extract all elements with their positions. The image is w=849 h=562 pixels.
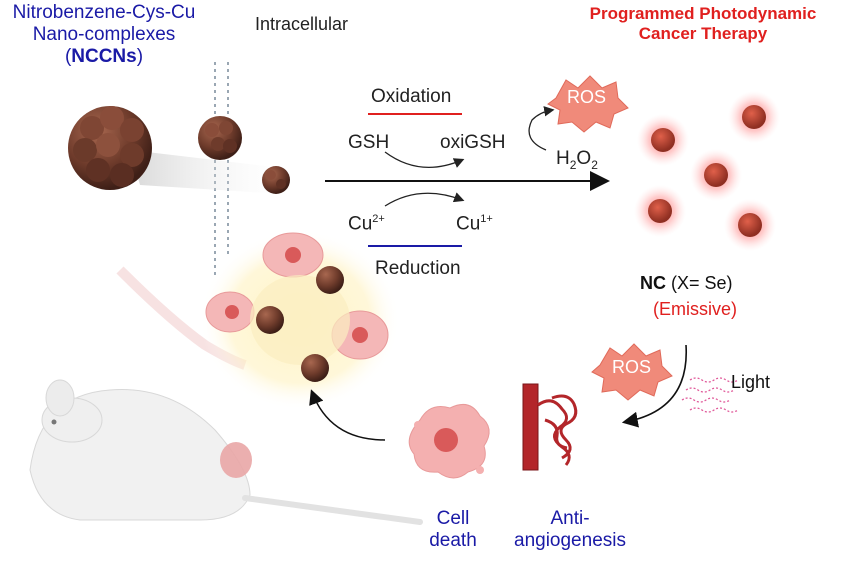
nc-label: NC (X= Se) — [640, 273, 733, 294]
emissive-nanoclusters — [634, 91, 780, 251]
nccn-title-line2: Nano-complexes — [32, 23, 176, 45]
emissive-label: (Emissive) — [653, 299, 737, 319]
cell-death-label: Cell death — [418, 508, 488, 552]
oxidation-label: Oxidation — [371, 86, 452, 107]
h2o2-sub2: 2 — [591, 157, 598, 172]
ros-burst-top — [547, 75, 629, 133]
therapy-arrow — [621, 344, 687, 428]
ros-burst-bottom — [591, 343, 673, 401]
nccn-title-line3: (NCCNs) — [4, 46, 204, 68]
particle-trail — [130, 150, 300, 195]
h2o2-label: H2O2 — [556, 148, 598, 173]
cu1-base: Cu — [456, 213, 481, 235]
nccn-abbrev: NCCNs — [71, 45, 137, 67]
ros-top-label: ROS — [567, 87, 607, 107]
cu1-charge: 1+ — [480, 213, 493, 225]
gsh-label: GSH — [348, 132, 390, 153]
therapy-title: Programmed Photodynamic Cancer Therapy — [568, 4, 838, 43]
cu2-base: Cu — [348, 213, 373, 235]
h2o2-h: H — [556, 148, 570, 169]
small-nanoparticle — [262, 166, 290, 194]
nccn-title: Nitrobenzene-Cys-Cu Nano-complexes (NCCN… — [4, 2, 204, 68]
h2o2-o: O — [576, 148, 592, 169]
cu2-charge: 2+ — [372, 213, 385, 225]
large-nanoparticle — [68, 106, 152, 190]
intracellular-label: Intracellular — [255, 14, 349, 34]
reduction-curve — [384, 192, 465, 207]
oxigsh-label: oxiGSH — [440, 132, 506, 153]
h2o2-sub1: 2 — [569, 157, 577, 172]
cell-death-line1: Cell — [436, 508, 470, 529]
tumor-cell-cluster — [200, 230, 400, 410]
return-arrow — [309, 389, 386, 441]
cell-death-line2: death — [429, 529, 477, 551]
nccn-title-line1: Nitrobenzene-Cys-Cu — [12, 2, 196, 23]
mouse-illustration — [29, 266, 423, 525]
nccn-paren-close: ) — [136, 45, 144, 67]
medium-nanoparticle — [198, 116, 242, 160]
therapy-title-line2: Cancer Therapy — [638, 23, 768, 43]
dead-cell-icon — [408, 403, 490, 479]
therapy-title-line1: Programmed Photodynamic — [589, 4, 817, 23]
reduction-label: Reduction — [375, 258, 461, 279]
light-label: Light — [731, 372, 771, 392]
anti-angiogenesis-label: Anti- angiogenesis — [510, 508, 630, 552]
nccn-paren-open: ( — [64, 45, 72, 67]
ros-bottom-label: ROS — [612, 357, 652, 377]
h2o2-ros-curve — [528, 106, 555, 151]
nc-formula: (X= Se) — [666, 273, 733, 293]
oxidation-curve — [384, 151, 465, 169]
anti-angiogenesis-line2: angiogenesis — [514, 529, 626, 551]
nc-bold: NC — [640, 273, 666, 293]
light-waves — [681, 377, 739, 413]
cu1-label: Cu1+ — [456, 213, 493, 235]
blood-vessel-icon — [522, 383, 578, 471]
cu2-label: Cu2+ — [348, 213, 385, 235]
anti-angiogenesis-line1: Anti- — [550, 508, 590, 529]
